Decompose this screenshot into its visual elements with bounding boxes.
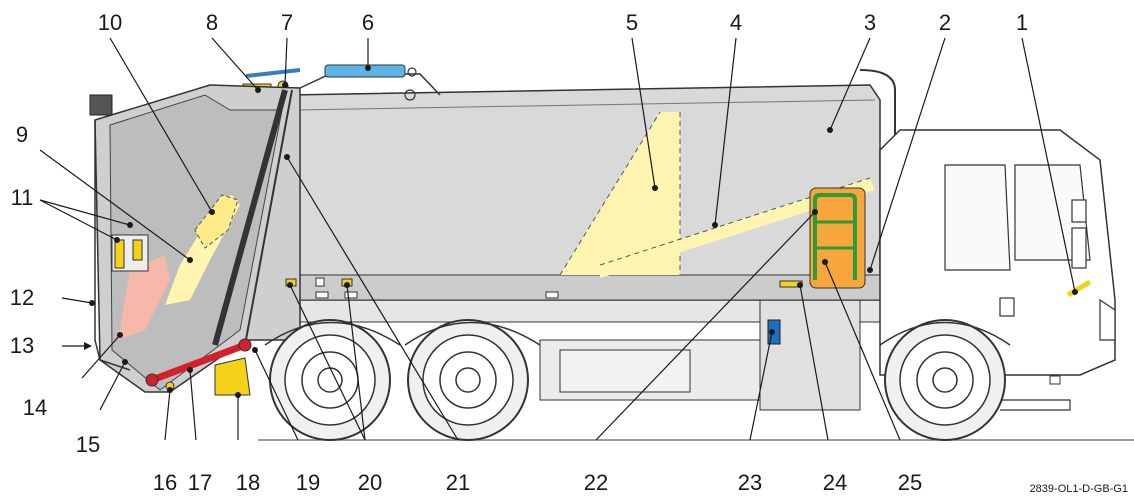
top-cylinder <box>324 64 406 78</box>
beacon <box>89 94 113 116</box>
callout-20: 20 <box>358 470 382 495</box>
yellow-bracket <box>214 357 251 396</box>
cab <box>879 129 1116 411</box>
callout-16: 16 <box>153 470 177 495</box>
body <box>289 67 896 301</box>
callout-23: 23 <box>738 470 762 495</box>
wheel-front <box>884 319 1006 441</box>
callout-4: 4 <box>730 10 742 35</box>
callout-24: 24 <box>823 470 847 495</box>
side-toolbox <box>759 299 861 411</box>
callout-7: 7 <box>281 10 293 35</box>
callout-19: 19 <box>296 470 320 495</box>
handrail <box>813 193 857 280</box>
headlight <box>1099 298 1116 341</box>
callout-17: 17 <box>188 470 212 495</box>
leader-lines <box>39 37 1078 441</box>
mirror-upper <box>1071 199 1087 223</box>
wheel-rear-1 <box>269 319 391 441</box>
zone-10 <box>194 194 239 249</box>
callout-12: 12 <box>10 285 34 310</box>
fender-rear-1 <box>264 321 401 346</box>
fender-rear-2 <box>404 321 541 346</box>
callout-6: 6 <box>362 10 374 35</box>
fender-front <box>879 321 1011 346</box>
red-cylinder <box>150 341 247 384</box>
zone-14 <box>118 255 170 340</box>
zone-4 <box>600 178 875 278</box>
reference-code: 2839-OL1-D-GB-G1 <box>1030 483 1128 495</box>
callout-15: 15 <box>76 432 100 457</box>
callout-5: 5 <box>626 10 638 35</box>
cab-yellow-marker <box>1066 279 1092 298</box>
callout-9: 9 <box>16 122 28 147</box>
callout-8: 8 <box>206 10 218 35</box>
cab-window-rear <box>944 164 1011 271</box>
callout-10: 10 <box>98 10 122 35</box>
cab-window-front <box>1014 164 1091 261</box>
callout-25: 25 <box>898 470 922 495</box>
callout-2: 2 <box>939 10 951 35</box>
wheel-rear-2 <box>407 319 529 441</box>
callout-1: 1 <box>1016 10 1028 35</box>
callout-labels: 1 2 3 4 5 6 7 8 9 10 11 12 13 14 15 16 1… <box>10 10 1028 495</box>
callout-22: 22 <box>584 470 608 495</box>
tailgate <box>89 84 301 396</box>
callout-3: 3 <box>864 10 876 35</box>
callout-18: 18 <box>236 470 260 495</box>
door-handle <box>999 297 1015 317</box>
chassis <box>269 299 881 411</box>
cab-step <box>1000 399 1071 411</box>
mirror-lower <box>1071 227 1087 269</box>
callout-11: 11 <box>11 185 34 210</box>
callout-13: 13 <box>10 333 34 358</box>
callout-14: 14 <box>23 395 47 420</box>
callout-21: 21 <box>446 470 470 495</box>
